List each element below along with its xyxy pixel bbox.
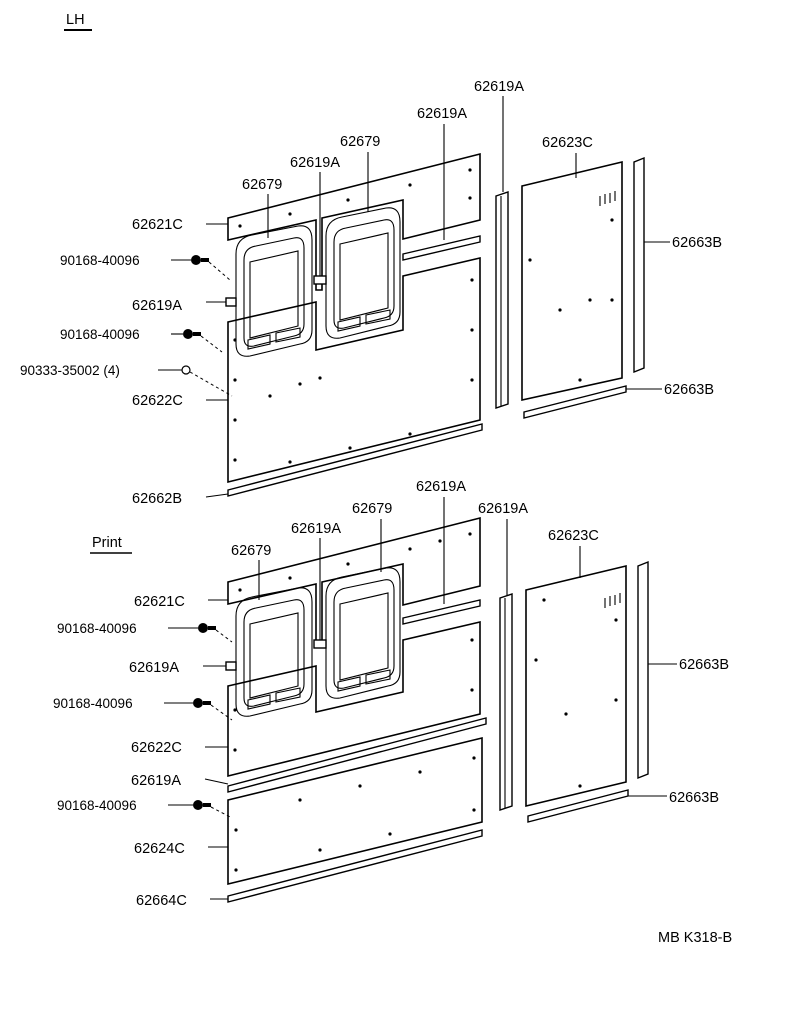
label-90168-40096: 90168-40096: [53, 696, 133, 711]
label-62621c: 62621C: [134, 594, 185, 610]
label-62663b: 62663B: [679, 657, 729, 673]
mounting-holes: [233, 168, 614, 464]
print-label: Print: [92, 535, 122, 551]
strip-62619a-horizontal: [402, 599, 481, 625]
clip-62619a-center: [313, 639, 327, 649]
bolt-icon: [183, 329, 223, 353]
label-62679: 62679: [340, 134, 380, 150]
strip-62664c: [227, 829, 483, 903]
upper-panel-62621c: [227, 152, 481, 291]
clip-62619a-center: [313, 275, 327, 285]
label-62679: 62679: [352, 501, 392, 517]
right-panel-62623c: [521, 160, 623, 401]
label-62619a: 62619A: [131, 773, 181, 789]
label-62624c: 62624C: [134, 841, 185, 857]
window-frame-left: [235, 225, 313, 357]
label-62619a: 62619A: [416, 479, 466, 495]
label-62619a: 62619A: [132, 298, 182, 314]
clip-62619a-left: [225, 661, 237, 671]
bottom-assembly: [193, 516, 649, 903]
bottom-callouts: 62619A 62619A 62679 62619A 62623C 62679 …: [53, 479, 729, 909]
strip-62663b-vertical: [637, 560, 649, 780]
window-frame-left: [235, 587, 313, 717]
label-62623c: 62623C: [548, 528, 599, 544]
label-62622c: 62622C: [131, 740, 182, 756]
clip-62619a-left: [225, 297, 237, 307]
bolt-icon: [193, 800, 233, 819]
label-62621c: 62621C: [132, 217, 183, 233]
lower-panel-62622c: [227, 620, 481, 778]
figure-code: MB K318-B: [658, 930, 732, 946]
label-90168-40096: 90168-40096: [57, 798, 137, 813]
window-frame-right: [325, 567, 401, 699]
label-62623c: 62623C: [542, 135, 593, 151]
right-panel-62623c: [525, 564, 627, 808]
label-90168-40096: 90168-40096: [60, 327, 140, 342]
label-62663b: 62663B: [669, 790, 719, 806]
strip-62619a-horizontal: [402, 235, 481, 261]
side-label: LH: [66, 12, 85, 28]
window-frame-right: [325, 207, 401, 339]
label-90168-40096: 90168-40096: [60, 253, 140, 268]
label-62679: 62679: [231, 543, 271, 559]
bolt-icon: [191, 255, 231, 281]
top-assembly: [181, 152, 645, 497]
label-62622c: 62622C: [132, 393, 183, 409]
mounting-holes: [233, 532, 618, 872]
strip-62619a-long: [227, 717, 487, 793]
label-62663b: 62663B: [672, 235, 722, 251]
strip-62619a-vertical: [495, 191, 509, 409]
label-62619a: 62619A: [291, 521, 341, 537]
strip-62663b-horizontal: [523, 385, 627, 419]
strip-62619a-vertical: [499, 593, 513, 811]
label-62619a: 62619A: [474, 79, 524, 95]
label-90333-35002: 90333-35002 (4): [20, 363, 120, 378]
label-62619a: 62619A: [478, 501, 528, 517]
top-callouts: 62619A 62619A 62679 62619A 62623C 62679 …: [20, 79, 722, 507]
washer-icon: [181, 365, 233, 397]
label-62679: 62679: [242, 177, 282, 193]
upper-panel-62621c: [227, 516, 481, 647]
bottom-panel-62624c: [227, 736, 483, 886]
bolt-icon: [198, 623, 233, 643]
label-62664c: 62664C: [136, 893, 187, 909]
bolt-icon: [193, 698, 233, 721]
label-62619a: 62619A: [290, 155, 340, 171]
label-62663b: 62663B: [664, 382, 714, 398]
label-90168-40096: 90168-40096: [57, 621, 137, 636]
strip-62663b-vertical: [633, 156, 645, 374]
label-62662b: 62662B: [132, 491, 182, 507]
label-62619a: 62619A: [417, 106, 467, 122]
lower-panel-62622c: [227, 256, 481, 484]
label-62619a: 62619A: [129, 660, 179, 676]
